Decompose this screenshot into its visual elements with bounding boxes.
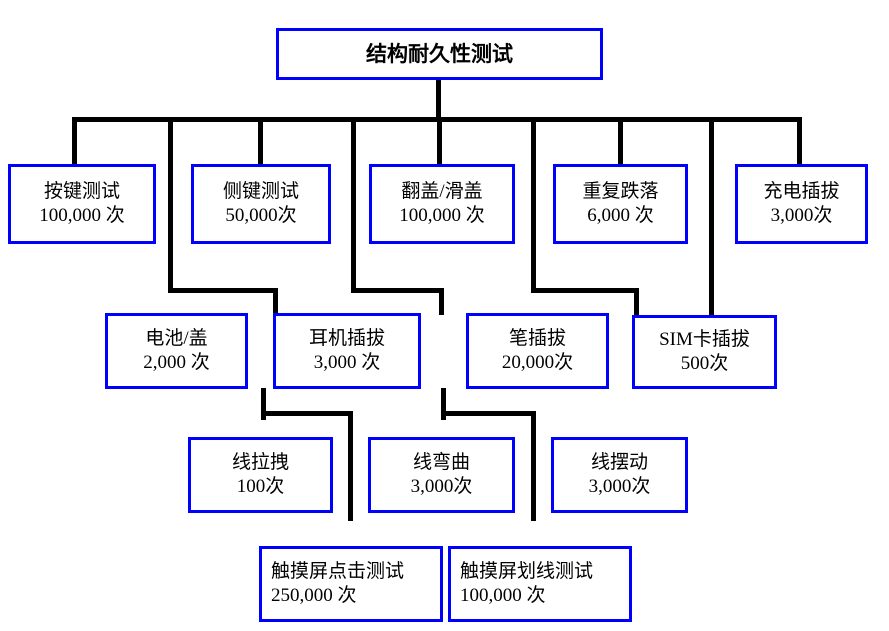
node-touch-swipe-test-name: 触摸屏划线测试 xyxy=(460,560,594,582)
node-repeat-drop[interactable]: 重复跌落 6,000 次 xyxy=(553,164,688,244)
node-charge-plug[interactable]: 充电插拔 3,000次 xyxy=(735,164,868,244)
connector-bus-cable-pull xyxy=(261,411,353,416)
node-repeat-drop-name: 重复跌落 xyxy=(582,180,659,202)
connector-bus-pen xyxy=(531,288,639,293)
node-side-key-test-name: 侧键测试 xyxy=(222,180,299,202)
node-earphone-plug-name: 耳机插拔 xyxy=(308,327,385,349)
connector-drop-cable-bend xyxy=(348,411,353,521)
node-battery-cover-count: 2,000 次 xyxy=(143,352,210,373)
connector-spine-sim xyxy=(709,117,714,315)
node-cable-pull-name: 线拉拽 xyxy=(231,451,289,473)
node-cable-pull[interactable]: 线拉拽 100次 xyxy=(188,437,333,513)
node-cable-swing[interactable]: 线摆动 3,000次 xyxy=(551,437,688,513)
node-earphone-plug[interactable]: 耳机插拔 3,000 次 xyxy=(273,313,421,389)
connector-spine-pen xyxy=(531,117,536,293)
connector-drop-side-key-test xyxy=(258,117,263,165)
node-charge-plug-count: 3,000次 xyxy=(770,205,833,226)
node-touch-swipe-test-count: 100,000 次 xyxy=(460,585,546,606)
node-pen-plug-count: 20,000次 xyxy=(501,352,574,373)
node-sim-card-plug[interactable]: SIM卡插拔 500次 xyxy=(632,315,777,389)
connector-bus-cable-swing xyxy=(441,411,536,416)
node-sim-card-plug-name: SIM卡插拔 xyxy=(659,328,750,350)
connector-drop-flip-slide-test xyxy=(437,117,442,165)
node-earphone-plug-count: 3,000 次 xyxy=(313,352,381,373)
node-key-test[interactable]: 按键测试 100,000 次 xyxy=(8,164,156,244)
connector-bus-battery xyxy=(168,288,278,293)
node-flip-slide-test-count: 100,000 次 xyxy=(399,205,485,226)
node-touch-tap-test[interactable]: 触摸屏点击测试 250,000 次 xyxy=(259,546,443,622)
node-root-label: 结构耐久性测试 xyxy=(366,41,513,66)
node-cable-pull-count: 100次 xyxy=(236,476,285,497)
connector-drop-charge-plug xyxy=(797,117,802,165)
node-root[interactable]: 结构耐久性测试 xyxy=(276,28,603,80)
node-touch-tap-test-name: 触摸屏点击测试 xyxy=(271,560,405,582)
node-cable-swing-name: 线摆动 xyxy=(590,451,648,473)
connector-drop-pen-plug xyxy=(634,288,639,315)
node-battery-cover[interactable]: 电池/盖 2,000 次 xyxy=(105,313,248,389)
node-side-key-test-count: 50,000次 xyxy=(225,205,297,226)
node-key-test-name: 按键测试 xyxy=(43,180,120,202)
connector-spine-battery xyxy=(168,117,173,293)
connector-spine-earphone xyxy=(351,117,356,293)
node-flip-slide-test[interactable]: 翻盖/滑盖 100,000 次 xyxy=(369,164,515,244)
connector-root-stem xyxy=(436,79,441,119)
node-repeat-drop-count: 6,000 次 xyxy=(587,205,654,226)
connector-drop-battery-cover xyxy=(273,288,278,313)
node-side-key-test[interactable]: 侧键测试 50,000次 xyxy=(191,164,331,244)
node-flip-slide-test-name: 翻盖/滑盖 xyxy=(401,180,483,202)
connector-spine-cable-bend xyxy=(441,388,446,420)
connector-spine-cable-pull xyxy=(261,388,266,420)
node-cable-bend[interactable]: 线弯曲 3,000次 xyxy=(368,437,515,513)
node-touch-swipe-test[interactable]: 触摸屏划线测试 100,000 次 xyxy=(448,546,632,622)
connector-drop-earphone-plug xyxy=(439,288,444,315)
node-cable-bend-name: 线弯曲 xyxy=(412,451,470,473)
node-charge-plug-name: 充电插拔 xyxy=(763,180,840,202)
node-key-test-count: 100,000 次 xyxy=(39,205,125,226)
connector-drop-cable-swing xyxy=(531,411,536,521)
node-cable-bend-count: 3,000次 xyxy=(410,476,473,497)
connector-bus-earphone xyxy=(351,288,444,293)
node-sim-card-plug-count: 500次 xyxy=(680,353,729,374)
node-pen-plug-name: 笔插拔 xyxy=(508,327,566,349)
node-battery-cover-name: 电池/盖 xyxy=(145,327,208,349)
node-cable-swing-count: 3,000次 xyxy=(588,476,651,497)
connector-drop-repeat-drop xyxy=(618,117,623,165)
connector-drop-key-test xyxy=(72,117,77,165)
node-pen-plug[interactable]: 笔插拔 20,000次 xyxy=(466,313,609,389)
node-touch-tap-test-count: 250,000 次 xyxy=(271,585,357,606)
